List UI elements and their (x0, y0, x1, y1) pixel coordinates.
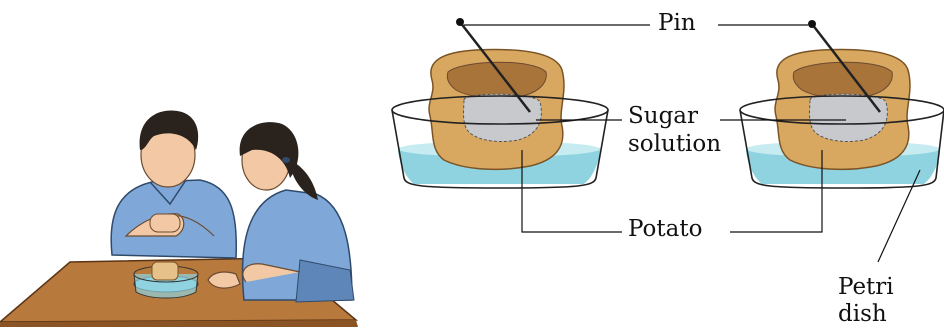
children-at-table-illustration (0, 111, 358, 327)
potato-label: Potato (628, 216, 702, 242)
sugar-cavity-left (464, 94, 542, 141)
sugar-label-line1: Sugar (628, 103, 698, 129)
sugar-cavity-right (810, 94, 888, 141)
pin-label: Pin (658, 10, 696, 36)
potato-setup-right (740, 20, 944, 188)
pin-head-left (456, 18, 464, 26)
boy-figure (111, 111, 236, 258)
petri-label-line2: dish (838, 301, 887, 327)
petri-label-line1: Petri (838, 274, 894, 300)
pin-head-right (808, 20, 816, 28)
sugar-label-line2: solution (628, 131, 721, 157)
potato-setup-left (392, 18, 608, 188)
